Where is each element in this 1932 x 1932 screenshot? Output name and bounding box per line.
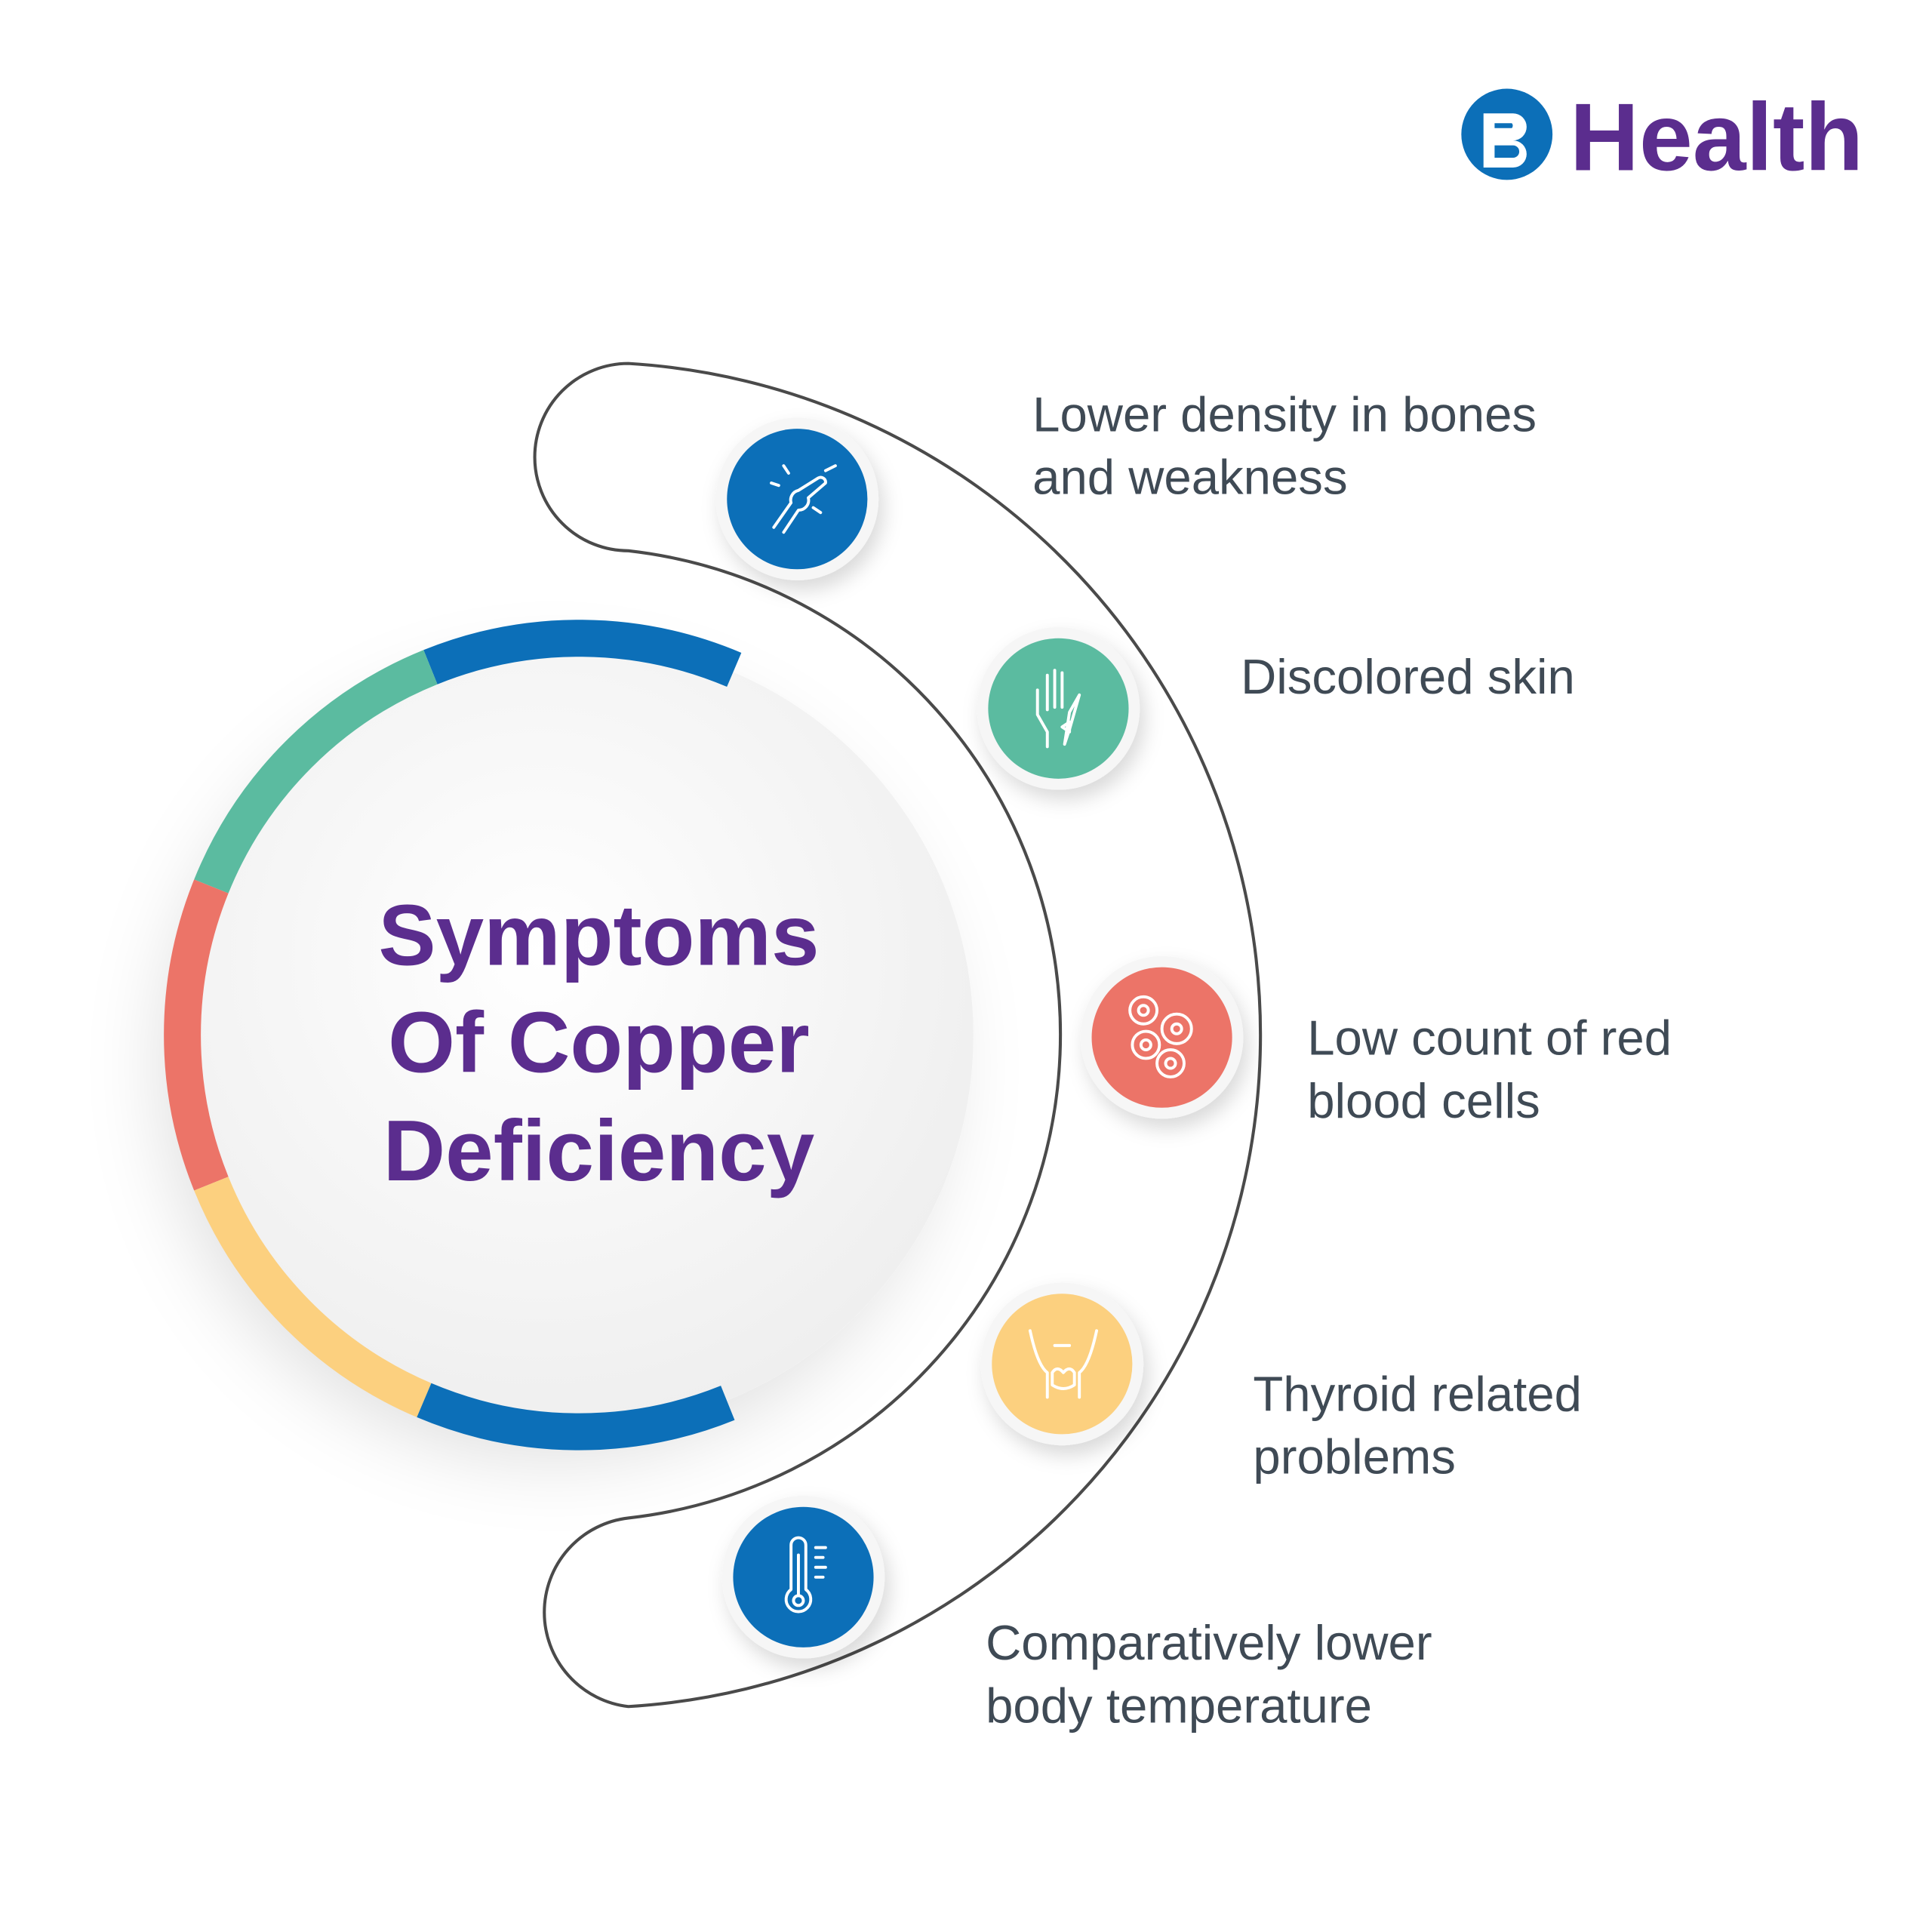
ring-segment-red [164,879,229,1191]
symptom-label-line-1: Thyroid related [1253,1366,1582,1421]
symptom-item: Low count of red blood cells [1080,955,1672,1128]
symptom-label-line-1: Lower density in bones [1032,386,1537,441]
thermometer-icon [784,1536,827,1614]
symptom-label-line-2: problems [1253,1429,1456,1484]
title-line-2: Of Copper [388,995,810,1091]
ring-segment-blue-top [423,620,742,688]
ring-segment-yellow [194,1177,432,1417]
hand-skin-icon [1035,669,1081,749]
symptom-label-line-1: Comparatively lower [986,1615,1432,1670]
symptom-item: Discolored skin [977,627,1575,790]
symptom-label-line-1: Low count of red [1307,1011,1672,1066]
symptom-label-line-2: body temperature [986,1678,1372,1733]
bone-joint-icon [770,464,837,534]
ring-segment-teal [194,650,438,894]
symptom-label-line-2: and weakness [1032,450,1347,505]
symptom-item: Lower density in bones and weakness [715,386,1537,580]
color-ring [164,620,742,1451]
symptom-label-line-1: Discolored skin [1241,649,1575,704]
logo-text: Health [1570,83,1863,190]
symptom-item: Comparatively lower body temperature [721,1496,1432,1733]
title: Symptoms Of Copper Deficiency [378,888,819,1199]
title-line-3: Deficiency [383,1103,815,1199]
bajaj-health-logo: Health [1461,83,1863,190]
thyroid-icon [1028,1329,1099,1399]
connector-arc [533,361,1263,1709]
symptom-item: Thyroid related problems [980,1282,1582,1484]
symptom-label-line-2: blood cells [1307,1073,1540,1128]
center-disc [184,640,974,1429]
ring-segment-blue-bottom [417,1383,735,1451]
blood-cells-icon [1128,995,1193,1078]
title-line-1: Symptoms [378,888,819,983]
